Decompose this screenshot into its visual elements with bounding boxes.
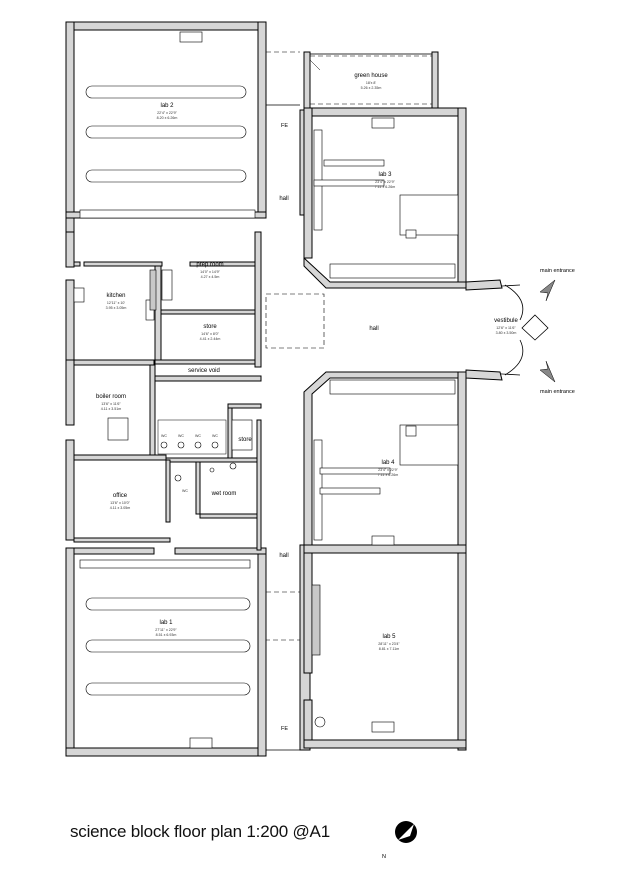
- lab2-dim-metric: 8.20 x 6.26m: [157, 116, 178, 120]
- lab3-dim-metric: 7.11 x 6.26m: [375, 185, 396, 189]
- service-void-name: service void: [188, 368, 220, 374]
- lab4-dim-metric: 7.11 x 6.26m: [378, 473, 399, 477]
- vestibule-dim-metric: 3.80 x 3.50m: [496, 331, 517, 335]
- lab1-name: lab 1: [159, 620, 173, 626]
- hall-mid-name: hall: [369, 326, 378, 332]
- store2-name: store: [238, 437, 252, 443]
- vestibule-walls: [465, 279, 549, 381]
- fe-top-label: FE: [281, 123, 288, 129]
- lab2-dim-imperial: 22'4" x 22'9": [157, 111, 177, 115]
- vestibule-dim-imperial: 12'6" x 11'6": [496, 326, 516, 330]
- north-arrow-icon: N: [382, 821, 417, 860]
- greenhouse-name: green house: [354, 73, 388, 79]
- lab4-name: lab 4: [381, 460, 395, 466]
- wc5-label: WC: [182, 489, 188, 493]
- office-name: office: [113, 493, 128, 499]
- service-rooms-furniture: [73, 269, 253, 482]
- wc2-label: WC: [178, 434, 184, 438]
- lab5-dim-imperial: 28'11" x 23'4": [378, 642, 400, 646]
- store1-dim-imperial: 14'6" x 8'0": [201, 332, 219, 336]
- hall-bottom-name: hall: [279, 553, 288, 559]
- boiler-room-dim-metric: 4.11 x 3.51m: [101, 407, 122, 411]
- kitchen-name: kitchen: [106, 293, 125, 299]
- entrance-arrows: [539, 279, 556, 383]
- green-house: [303, 51, 439, 109]
- office-dim-imperial: 13'6" x 10'0": [110, 501, 130, 505]
- greenhouse-dim-metric: 5.26 x 2.35m: [361, 86, 382, 90]
- room-labels: lab 2 22'4" x 22'9" 8.20 x 6.26m green h…: [96, 73, 575, 732]
- lab1-dim-imperial: 27'11" x 22'9": [155, 628, 177, 632]
- lab3-dim-imperial: 23'4" x 22'9": [375, 180, 395, 184]
- prep-room-dim-metric: 4.27 x 4.5m: [201, 275, 220, 279]
- hall-walls: [266, 51, 311, 751]
- wet-room-name: wet room: [211, 491, 237, 497]
- vestibule-name: vestibule: [494, 318, 518, 324]
- svg-text:N: N: [382, 854, 386, 860]
- lab1-dim-metric: 8.51 x 6.93m: [156, 633, 177, 637]
- lab3-benches: [313, 117, 459, 279]
- fe-bottom-label: FE: [281, 726, 288, 732]
- entrance-top-label: main entrance: [540, 268, 575, 274]
- entrance-bottom-label: main entrance: [540, 389, 575, 395]
- kitchen-dim-imperial: 12'11" x 10': [107, 301, 125, 305]
- plan-title: science block floor plan 1:200 @A1: [70, 822, 330, 841]
- office-dim-metric: 4.11 x 3.05m: [110, 506, 131, 510]
- store1-dim-metric: 4.41 x 2.44m: [200, 337, 221, 341]
- lab5-name: lab 5: [382, 634, 396, 640]
- boiler-room-dim-imperial: 13'6" x 11'6": [101, 402, 121, 406]
- kitchen-dim-metric: 3.95 x 3.05m: [106, 306, 127, 310]
- wc3-label: WC: [195, 434, 201, 438]
- store1-name: store: [203, 324, 217, 330]
- wc1-label: WC: [161, 434, 167, 438]
- prep-room-name: prep room: [196, 262, 223, 268]
- lab4-dim-imperial: 23'4" x 22'9": [378, 468, 398, 472]
- lab5-dim-metric: 8.81 x 7.11m: [379, 647, 400, 651]
- lab5-walls: [303, 552, 467, 751]
- lab2-benches: [79, 31, 256, 219]
- hall-top-name: hall: [279, 196, 288, 202]
- prep-room-dim-imperial: 14'0" x 14'9": [200, 270, 220, 274]
- lab4-benches: [313, 379, 459, 546]
- wc4-label: WC: [212, 434, 218, 438]
- greenhouse-dim-imperial: 18'x 8': [366, 81, 376, 85]
- lab3-name: lab 3: [378, 172, 392, 178]
- lab2-name: lab 2: [160, 103, 174, 109]
- boiler-room-name: boiler room: [96, 394, 126, 400]
- lab1-benches: [79, 559, 251, 749]
- lab5-benches: [311, 584, 395, 733]
